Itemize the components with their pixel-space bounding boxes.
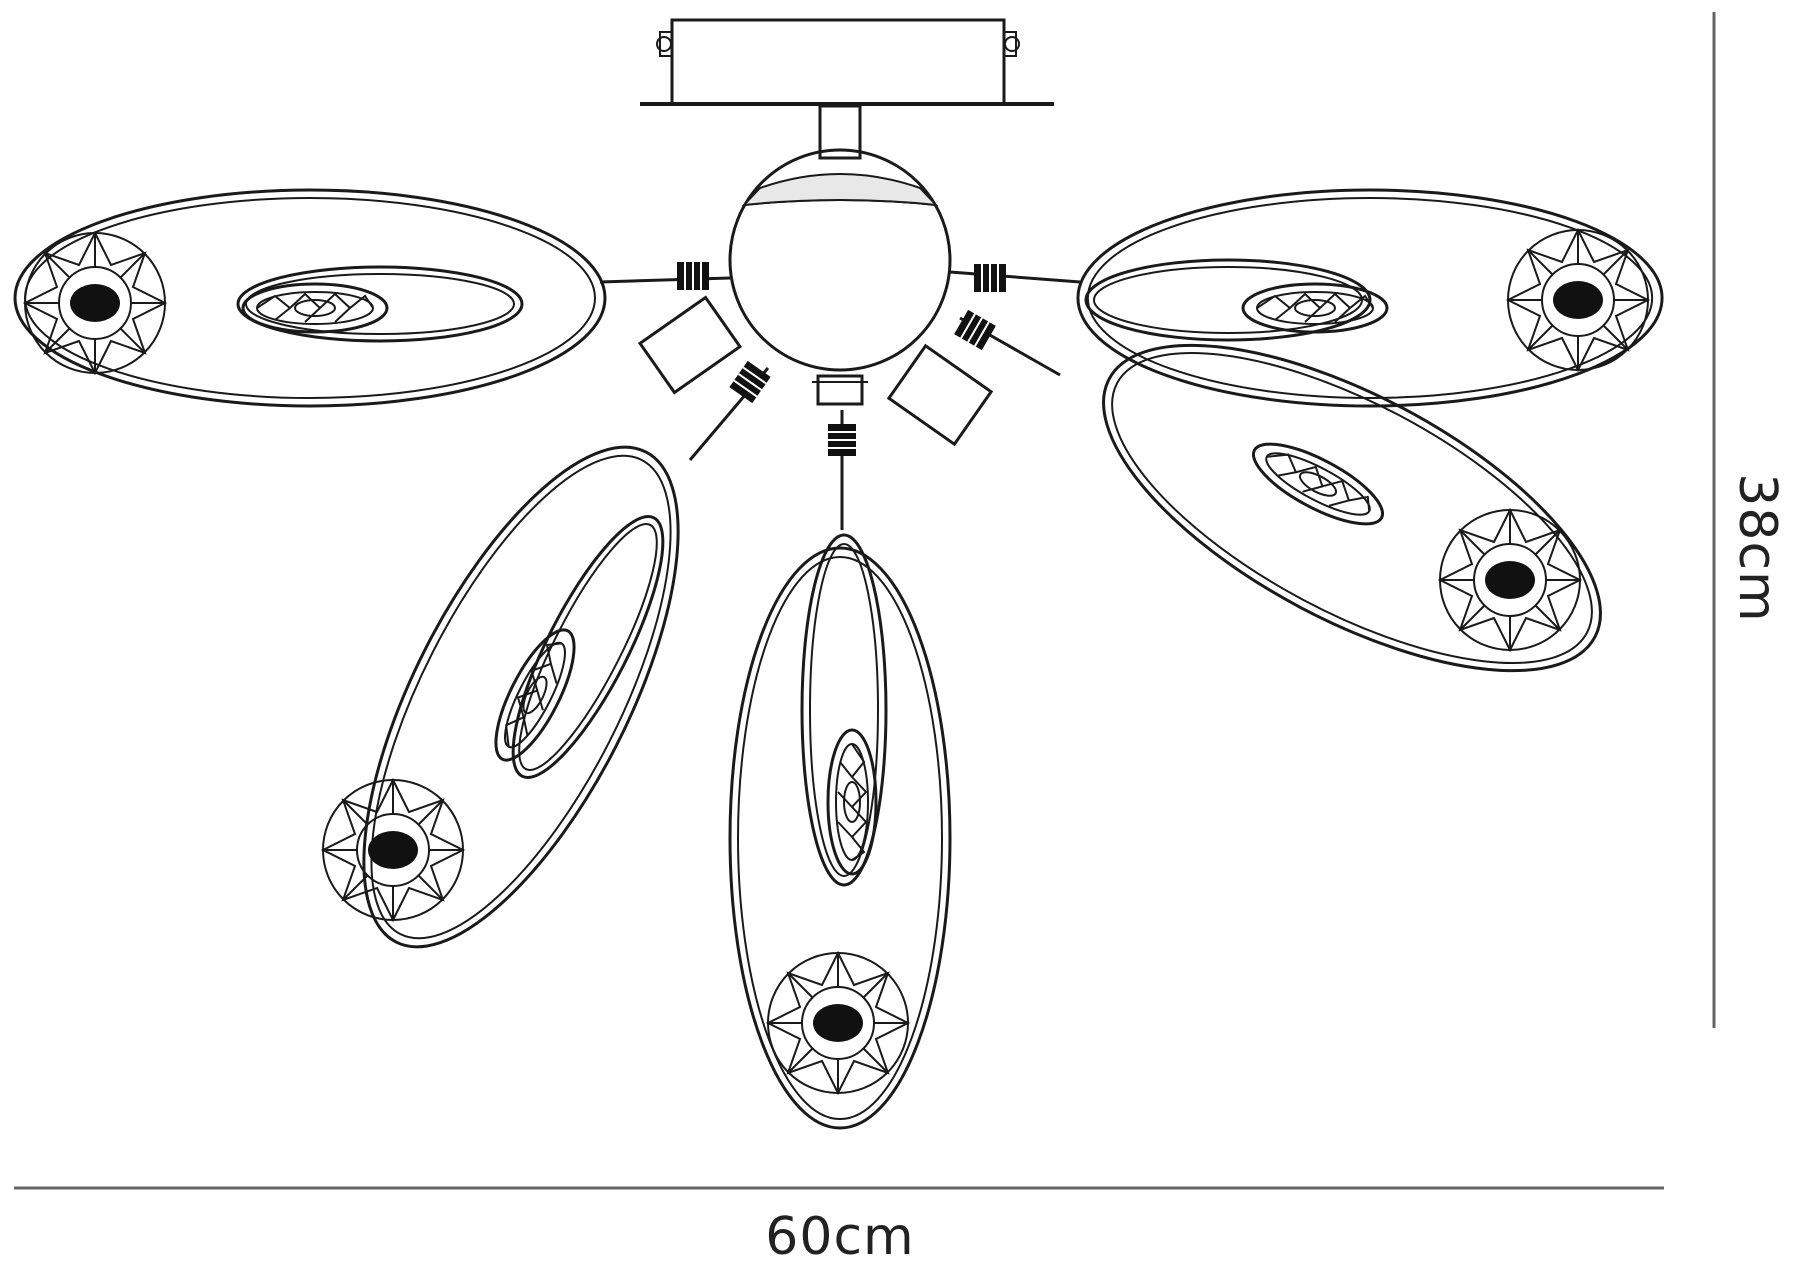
lamp-holder-left (637, 295, 743, 395)
width-label: 60cm (765, 1207, 914, 1266)
height-label: 38cm (1727, 473, 1787, 622)
ring-arm-left (13, 188, 607, 408)
ceiling-plate (640, 18, 1054, 106)
arm-rods (599, 261, 1081, 530)
ring-arm-lower-right (1102, 343, 1602, 673)
ring-arm-upper-right (1076, 188, 1664, 408)
ring-arm-bottom (728, 533, 952, 1130)
central-hub (728, 148, 952, 406)
stem (818, 104, 862, 160)
ring-arm-lower-left (322, 445, 680, 949)
height-dimension: 38cm (1712, 12, 1787, 1028)
lamp-holder-right (886, 343, 994, 447)
width-dimension: 60cm (14, 1186, 1664, 1266)
